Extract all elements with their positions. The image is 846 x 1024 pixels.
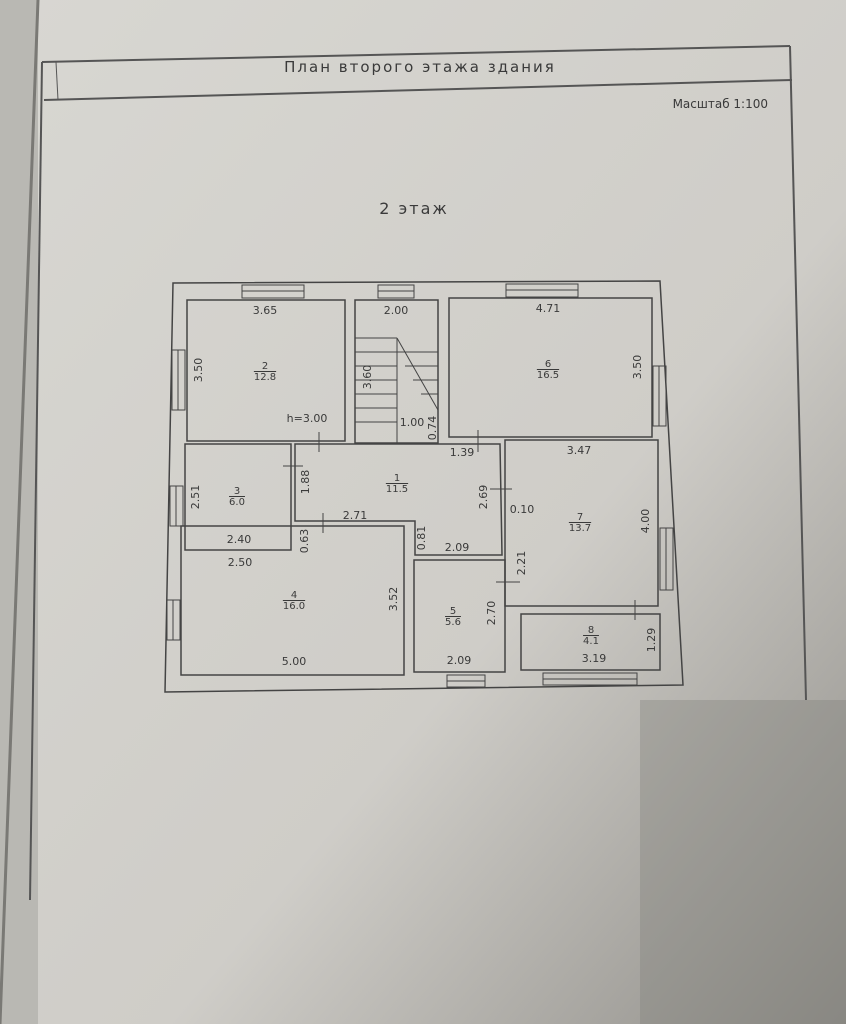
room-area: 16.0 [283,601,305,612]
room-area: 11.5 [386,484,408,495]
svg-text:3.47: 3.47 [567,444,592,457]
svg-text:5.00: 5.00 [282,655,307,668]
room-8 [520,613,661,671]
room-number: 6 [545,359,551,370]
svg-text:4.71: 4.71 [536,302,561,315]
scale-label: Масштаб 1:100 [673,97,768,111]
svg-text:2.70: 2.70 [485,601,498,626]
svg-text:3.52: 3.52 [387,587,400,612]
floor-plan [164,280,684,693]
room-area: 12.8 [254,372,276,383]
room-number: 8 [588,625,594,636]
svg-text:3.65: 3.65 [253,304,278,317]
svg-text:2.09: 2.09 [445,541,470,554]
room-number: 2 [262,361,268,372]
svg-text:2.71: 2.71 [343,509,368,522]
svg-text:1.39: 1.39 [450,446,475,459]
svg-text:0.10: 0.10 [510,503,535,516]
windows [166,283,674,688]
doors [283,430,636,620]
svg-text:2.51: 2.51 [189,485,202,510]
room-area: 13.7 [569,523,591,534]
svg-text:2.50: 2.50 [228,556,253,569]
room-6 [448,297,653,438]
room-number: 4 [291,590,297,601]
room-area: 16.5 [537,370,559,381]
title-frame [29,45,807,901]
svg-text:3.50: 3.50 [192,358,205,383]
svg-text:0.81: 0.81 [415,526,428,551]
svg-text:2.69: 2.69 [477,485,490,510]
room-5 [413,559,506,673]
svg-text:0.74: 0.74 [426,416,439,441]
svg-text:1.00: 1.00 [400,416,425,429]
svg-text:3.60: 3.60 [361,365,374,390]
room-number: 3 [234,486,240,497]
room-number: 1 [394,473,400,484]
stair-treads [355,337,439,443]
room-1 [294,443,503,556]
svg-text:3.50: 3.50 [631,355,644,380]
room-4 [180,525,405,676]
room-number: 5 [450,606,456,617]
svg-text:3.19: 3.19 [582,652,607,665]
svg-text:1.29: 1.29 [645,628,658,653]
room-area: 5.6 [445,617,461,628]
room-area: 4.1 [583,636,599,647]
room-7 [504,439,659,607]
svg-text:h=3.00: h=3.00 [287,412,328,425]
room-labels: 2 12.8 6 16.5 3 6.0 1 11.5 7 13.7 4 16.0… [229,359,599,647]
svg-text:2.09: 2.09 [447,654,472,667]
svg-text:0.63: 0.63 [298,529,311,554]
room-2 [186,299,346,442]
svg-text:1.88: 1.88 [299,470,312,495]
room-3 [184,443,292,551]
drawing-title: План второго этажа здания [284,58,556,76]
svg-text:2.00: 2.00 [384,304,409,317]
svg-text:4.00: 4.00 [639,509,652,534]
room-area: 6.0 [229,497,245,508]
room-number: 7 [577,512,583,523]
outer-wall [164,280,684,693]
svg-text:2.21: 2.21 [515,551,528,576]
floor-label: 2 этаж [379,199,449,218]
photo-shadow [640,700,846,1024]
svg-text:2.40: 2.40 [227,533,252,546]
dimension-labels: 3.65 3.50 h=3.00 2.00 3.60 1.00 0.74 4.7… [189,302,658,668]
